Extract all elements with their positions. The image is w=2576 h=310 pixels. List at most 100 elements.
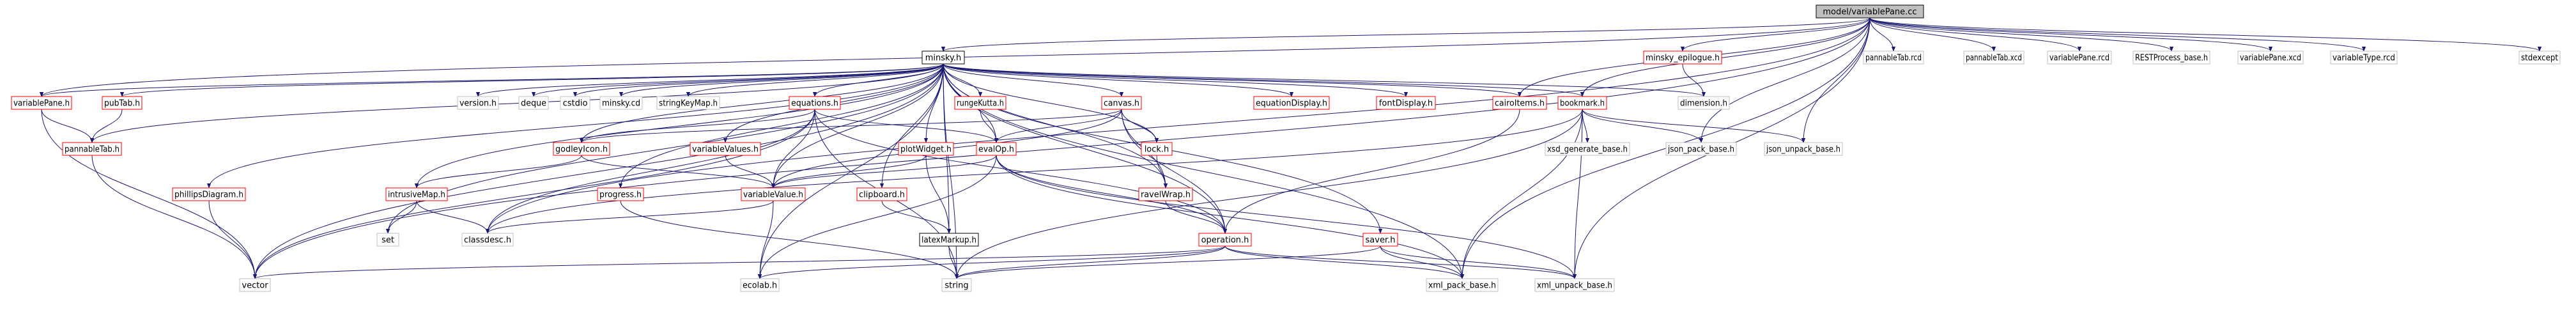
edge-bookmark_h-to-classdesc_h [485,109,1583,234]
edge-operation_h-to-vector [253,245,1226,279]
node-phillipsDiagram-h[interactable]: phillipsDiagram.h [172,187,246,201]
edge-equations_h-to-evalOp_h [814,109,999,143]
node-minsky-cd: minsky.cd [599,96,643,110]
node-vector: vector [239,278,271,292]
node-label: lock.h [1145,145,1169,155]
node-box [1677,96,1730,110]
node-label: minsky.h [925,54,962,63]
node-label: set [382,236,394,245]
node-label: minsky_epilogue.h [1646,54,1720,63]
edge-phillipsDiagram_h-to-vector [208,200,258,279]
edge-minsky_h-to-ravelWrap_h [943,63,1168,189]
node-box [1816,4,1924,19]
node-lock-h[interactable]: lock.h [1141,142,1173,156]
edge-plotWidget_h-to-latexMarkup_h [925,155,952,234]
edge-root-to-minsky_h [941,17,1870,52]
node-operation-h[interactable]: operation.h [1198,233,1252,247]
node-box [1863,50,1924,65]
edge-minsky_h-to-minsky_cd [619,63,944,97]
node-variablePane-h[interactable]: variablePane.h [11,96,72,110]
node-bookmark-h[interactable]: bookmark.h [1557,96,1607,110]
node-box [461,233,514,247]
node-fontDisplay-h[interactable]: fontDisplay.h [1376,96,1436,110]
node-intrusiveMap-h[interactable]: intrusiveMap.h [385,187,448,201]
node-label: pannableTab.h [65,145,120,155]
node-label: godleyIcon.h [555,145,608,155]
node-box [976,142,1017,156]
node-root[interactable]: model/variablePane.cc [1816,4,1924,19]
node-box [1198,233,1252,247]
node-equationDisplay-h[interactable]: equationDisplay.h [1253,96,1330,110]
node-label: cstdio [563,99,588,109]
node-stdexcept: stdexcept [2518,50,2561,65]
node-pannableTab-h[interactable]: pannableTab.h [62,142,122,156]
node-equations-h[interactable]: equations.h [789,96,841,110]
edge-pubTab_h-to-pannableTab_h [89,109,123,143]
node-json-pack-base-h: json_pack_base.h [1665,142,1737,156]
node-box [2133,50,2210,65]
edge-clipboard_h-to-latexMarkup_h [881,200,952,234]
edge-minsky_h-to-equations_h [812,63,944,97]
node-box [597,187,644,201]
node-label: ecolab.h [743,281,777,291]
node-label: model/variablePane.cc [1823,8,1917,17]
edge-minsky_h-to-cstdio [573,63,944,97]
edge-minsky_h-to-intrusiveMap_h [414,63,944,189]
edge-bookmark_h-to-string [954,109,1583,279]
edge-pannableTab_h-to-vector [91,155,258,279]
node-pubTab-h[interactable]: pubTab.h [102,96,143,110]
node-canvas-h[interactable]: canvas.h [1101,96,1142,110]
graph-nodes: model/variablePane.cc minsky.h minsky_epil… [11,4,2561,292]
edge-minsky_h-to-vector [252,63,944,279]
node-saver-h[interactable]: saver.h [1362,233,1398,247]
node-label: dimension.h [1680,99,1727,109]
node-progress-h[interactable]: progress.h [597,187,644,201]
node-minsky-epilogue-h[interactable]: minsky_epilogue.h [1643,50,1722,65]
node-set: set [376,233,399,247]
node-rungeKutta-h[interactable]: rungeKutta.h [954,96,1006,110]
edge-root-to-bookmark_h [1580,17,1870,97]
node-box [1362,233,1398,247]
edge-minsky_h-to-pubTab_h [120,63,944,97]
edge-minsky_h-to-variablePane_h [40,63,944,97]
node-box [1534,278,1615,292]
node-box [1643,50,1722,65]
node-variableValues-h[interactable]: variableValues.h [690,142,761,156]
edge-equations_h-to-classdesc_h [485,109,815,234]
node-string: string [941,278,972,292]
edge-rungeKutta_h-to-evalOp_h [980,109,999,143]
edge-evalOp_h-to-xml_pack_base_h [996,155,1465,279]
edge-canvas_h-to-godleyIcon_h [580,109,1122,143]
node-RESTProcess-base-h: RESTProcess_base.h [2133,50,2210,65]
edge-equations_h-to-godleyIcon_h [579,109,815,143]
edge-operation_h-to-string [954,245,1226,279]
edge-minsky_h-to-deque [531,63,944,97]
edge-root-to-minsky_epilogue_h [1680,17,1870,52]
node-label: deque [521,99,546,109]
node-box [560,96,590,110]
edge-bookmark_h-to-json_pack_base_h [1582,109,1704,143]
edge-bookmark_h-to-xml_unpack_base_h [1572,109,1583,279]
edge-root-to-variableType_rcd [1869,17,2366,52]
node-variableValue-h[interactable]: variableValue.h [741,187,806,201]
node-minsky-h[interactable]: minsky.h [922,50,965,65]
node-ravelWrap-h[interactable]: ravelWrap.h [1138,187,1193,201]
edge-operation_h-to-ecolab_h [758,245,1226,279]
edge-godleyIcon_h-to-intrusiveMap_h [414,155,582,189]
edge-root-to-vector [252,17,1870,279]
edge-canvas_h-to-operation_h [1121,109,1228,234]
node-godleyIcon-h[interactable]: godleyIcon.h [553,142,610,156]
node-box [172,187,246,201]
node-box [239,278,271,292]
node-latexMarkup-h[interactable]: latexMarkup.h [919,233,979,247]
edge-root-to-classdesc_h [485,17,1870,234]
node-cairoItems-h[interactable]: cairoItems.h [1492,96,1547,110]
edge-bookmark_h-to-xml_pack_base_h [1460,109,1583,279]
node-clipboard-h[interactable]: clipboard.h [856,187,907,201]
node-box [919,233,979,247]
edge-canvas_h-to-evalOp_h [994,109,1122,143]
node-pannableTab-xcd: pannableTab.xcd [1963,50,2025,65]
node-box [1141,142,1173,156]
node-evalOp-h[interactable]: evalOp.h [976,142,1017,156]
node-plotWidget-h[interactable]: plotWidget.h [898,142,954,156]
